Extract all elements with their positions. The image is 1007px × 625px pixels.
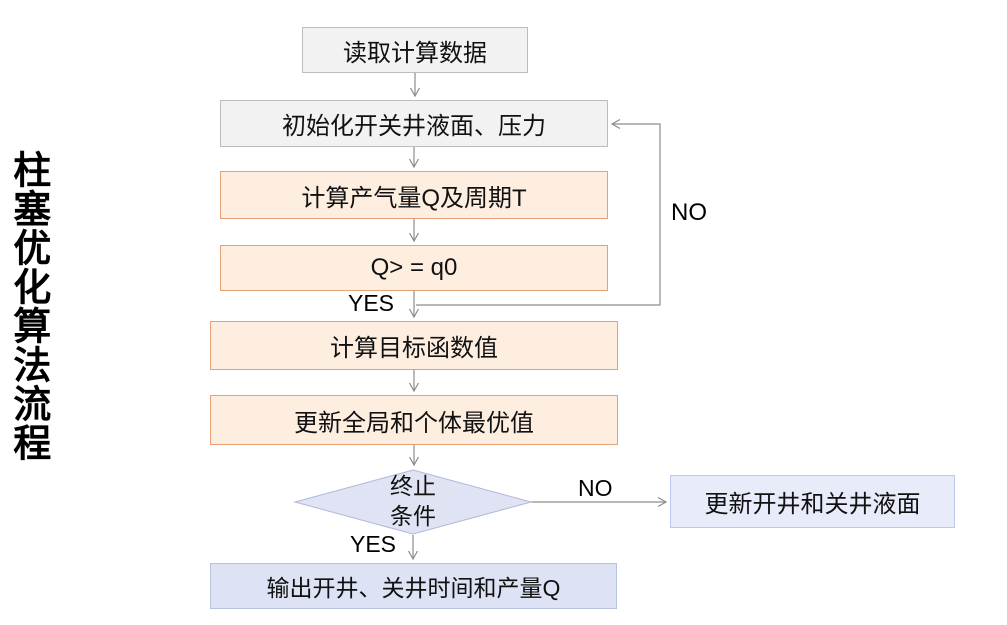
node-read-data-label: 读取计算数据: [343, 39, 487, 67]
node-update-levels-label: 更新开井和关井液面: [704, 491, 921, 518]
node-initialize-label: 初始化开关井液面、压力: [282, 113, 546, 140]
node-initialize: 初始化开关井液面、压力: [220, 100, 608, 147]
node-calc-qt: 计算产气量Q及周期T: [220, 171, 608, 219]
node-objective-label: 计算目标函数值: [330, 335, 498, 362]
node-calc-qt-label: 计算产气量Q及周期T: [301, 184, 527, 212]
edge-label-q-no: NO: [671, 199, 707, 226]
node-terminate-label-line2: 条件: [390, 503, 436, 529]
node-terminate: 终止 条件: [295, 469, 531, 535]
edge-label-q-yes: YES: [348, 290, 395, 316]
node-update-levels: 更新开井和关井液面: [670, 475, 955, 528]
arrow-threshold-no-feedback-to-init: [416, 118, 661, 306]
node-output: 输出开井、关井时间和产量Q: [210, 563, 617, 609]
diagram-title: 柱塞优化算法流程: [6, 150, 49, 462]
decision-diamond-shape: [293, 469, 533, 535]
node-output-label: 输出开井、关井时间和产量Q: [266, 575, 561, 601]
node-q-threshold-label: Q> = q0: [370, 254, 458, 281]
node-update-best-label: 更新全局和个体最优值: [294, 409, 534, 437]
node-terminate-label-line1: 终止: [390, 473, 436, 500]
node-q-threshold: Q> = q0: [220, 245, 608, 291]
edge-label-terminate-no: NO: [578, 475, 613, 501]
edge-label-terminate-yes: YES: [350, 531, 397, 557]
node-update-best: 更新全局和个体最优值: [210, 395, 618, 445]
node-read-data: 读取计算数据: [302, 27, 528, 73]
node-objective: 计算目标函数值: [210, 321, 618, 370]
